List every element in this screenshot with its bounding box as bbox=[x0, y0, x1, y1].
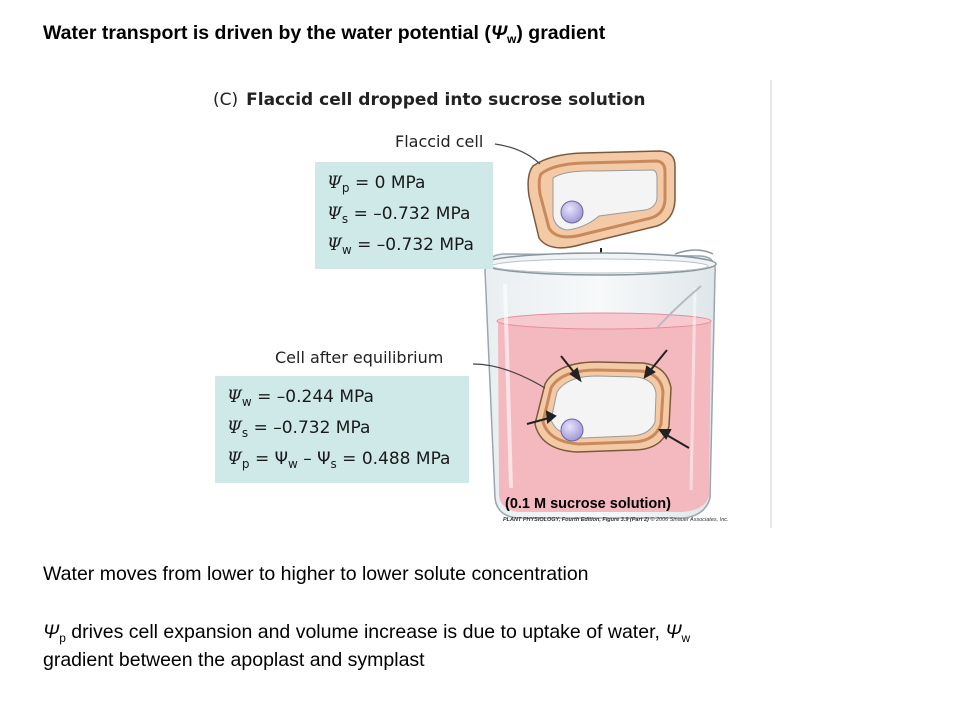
figure-border bbox=[770, 80, 772, 528]
figure-heading: (C)Flaccid cell dropped into sucrose sol… bbox=[213, 90, 646, 110]
flaccid-cell-label: Flaccid cell bbox=[395, 132, 484, 151]
flaccid-leader-line bbox=[494, 143, 541, 165]
sucrose-solution-label: (0.1 M sucrose solution) bbox=[505, 496, 671, 512]
diagram-figure: (C)Flaccid cell dropped into sucrose sol… bbox=[205, 78, 780, 530]
flaccid-values-box: Ψp = 0 MPa Ψs = –0.732 MPa Ψw = –0.732 M… bbox=[315, 162, 493, 269]
equilibrium-leader-line bbox=[472, 363, 546, 389]
diagram-illustration bbox=[472, 143, 717, 519]
slide-title: Water transport is driven by the water p… bbox=[43, 22, 606, 46]
flaccid-psi-s: Ψs = –0.732 MPa bbox=[327, 204, 471, 226]
equilibrium-cell bbox=[534, 361, 672, 453]
equilibrium-values-box: Ψw = –0.244 MPa Ψs = –0.732 MPa Ψp = Ψw … bbox=[215, 376, 469, 483]
figure-credit: PLANT PHYSIOLOGY, Fourth Edition, Figure… bbox=[503, 517, 729, 523]
equilibrium-psi-p: Ψp = Ψw – Ψs = 0.488 MPa bbox=[227, 449, 451, 471]
flaccid-psi-w: Ψw = –0.732 MPa bbox=[327, 235, 474, 257]
psi-symbol: Ψ bbox=[490, 22, 508, 44]
body-line-2: Ψp drives cell expansion and volume incr… bbox=[43, 621, 691, 645]
equilibrium-cell-label: Cell after equilibrium bbox=[275, 348, 444, 367]
body-line-1: Water moves from lower to higher to lowe… bbox=[43, 563, 589, 585]
flaccid-cell bbox=[527, 150, 676, 249]
equilibrium-psi-s: Ψs = –0.732 MPa bbox=[227, 418, 371, 440]
equilibrium-psi-w: Ψw = –0.244 MPa bbox=[227, 387, 374, 409]
inward-arrows bbox=[526, 349, 690, 449]
flaccid-psi-p: Ψp = 0 MPa bbox=[327, 173, 426, 195]
body-line-3: gradient between the apoplast and sympla… bbox=[43, 649, 425, 671]
